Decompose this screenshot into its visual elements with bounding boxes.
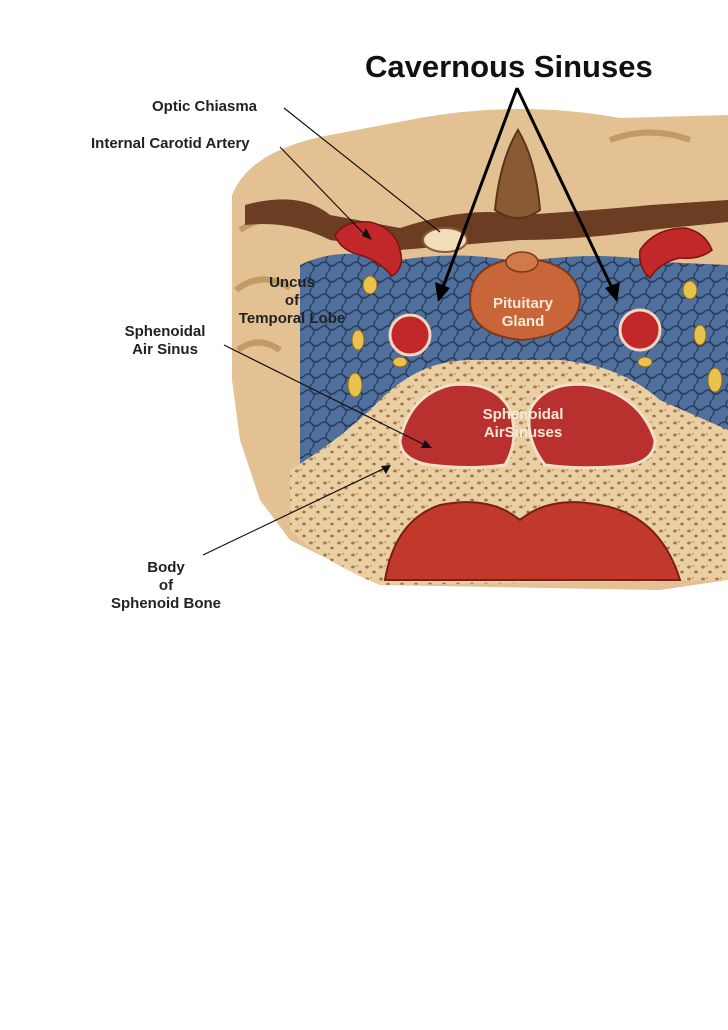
carotid-section-left [388,313,432,357]
label-uncus-line2: of [284,292,300,309]
leader-body-sphenoid [202,467,386,556]
nerve-2 [351,329,365,351]
leader-internal-carotid [279,146,366,236]
label-internal-carotid-artery: Internal Carotid Artery [91,135,250,152]
label-sphenoidal-air-sinuses: Sphenoidal AirSinuses [468,406,578,442]
label-sphenoidal-air-sinus-line2: Air Sinus [132,341,198,358]
nerve-5 [682,280,698,300]
diagram-title: Cavernous Sinuses [365,49,653,84]
label-sphenoidal-air-sinuses-line1: Sphenoidal [482,406,564,423]
nerve-8 [637,356,653,368]
leader-lines [202,107,441,556]
label-sphenoidal-air-sinuses-line2: AirSinuses [483,424,563,441]
label-uncus: Uncus of Temporal Lobe [230,274,354,328]
label-sphenoidal-air-sinus-line1: Sphenoidal [124,323,206,340]
arrowhead-sphenoidal-air-sinus [421,440,432,448]
cavernous-arrows [440,87,615,291]
arrowhead-internal-carotid [362,228,372,240]
label-body-line3: Sphenoid Bone [111,595,221,612]
midline-ventricle [493,128,542,219]
cavernous-arrow-left [440,87,519,291]
sphenoidal-air-sinus-right [527,382,657,470]
cavernous-arrowhead-right [605,282,620,302]
leader-sphenoidal-air-sinus [223,344,426,446]
pituitary-stalk [505,251,539,273]
internal-carotid-right [638,227,713,280]
nerve-3 [347,372,363,398]
carotid-section-right [618,308,662,352]
optic-chiasma [422,227,468,253]
nasal-cavity [383,501,682,581]
label-sphenoidal-air-sinus: Sphenoidal Air Sinus [112,323,218,359]
cavernous-arrow-right [515,87,615,291]
nerve-4 [392,356,408,368]
pituitary-gland [468,256,582,342]
arrowhead-body-sphenoid [381,465,391,474]
label-body-sphenoid-bone: Body of Sphenoid Bone [90,559,242,613]
nerve-1 [362,275,378,295]
leader-optic-chiasma [283,107,441,233]
cavernous-arrowhead-left [435,282,450,302]
label-uncus-line1: Uncus [269,274,315,291]
label-pituitary-gland: Pituitary Gland [478,295,568,331]
label-pituitary-line2: Gland [501,313,545,330]
label-body-line2: of [158,577,174,594]
label-pituitary-line1: Pituitary [492,295,553,312]
internal-carotid-left [334,221,403,277]
label-uncus-line3: Temporal Lobe [238,310,346,327]
label-body-line1: Body [147,559,185,576]
nerve-6 [693,324,707,346]
nerve-7 [707,367,723,393]
label-optic-chiasma: Optic Chiasma [152,98,258,115]
